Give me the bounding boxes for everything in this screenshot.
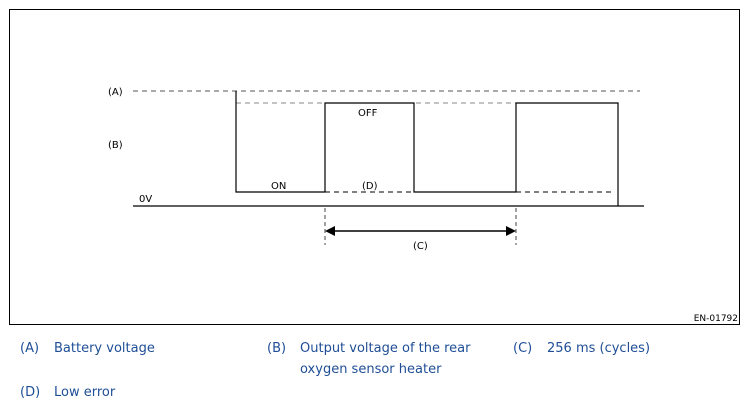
legend-text-c: 256 ms (cycles)	[547, 341, 651, 356]
legend-key-b: (B)	[267, 341, 287, 356]
legend-text-b-line1: Output voltage of the rear	[300, 341, 471, 356]
figure-id: EN-01792	[693, 314, 738, 324]
label-b: (B)	[108, 140, 123, 151]
label-zero-volt: 0V	[139, 194, 152, 205]
label-off: OFF	[358, 108, 378, 119]
legend-key-a: (A)	[20, 341, 40, 356]
diagram-frame	[9, 9, 740, 325]
cycle-arrow-head-left	[325, 226, 335, 236]
output-waveform	[235, 91, 619, 206]
label-on: ON	[271, 181, 286, 192]
cycle-arrow-head-right	[506, 226, 516, 236]
legend-key-d: (D)	[20, 385, 41, 400]
label-d: (D)	[362, 181, 378, 192]
legend-text-a: Battery voltage	[54, 341, 155, 356]
legend-key-c: (C)	[513, 341, 533, 356]
label-c: (C)	[413, 241, 428, 252]
label-a: (A)	[108, 87, 123, 98]
legend-text-b-line2: oxygen sensor heater	[300, 362, 442, 377]
legend-text-d: Low error	[54, 385, 116, 400]
